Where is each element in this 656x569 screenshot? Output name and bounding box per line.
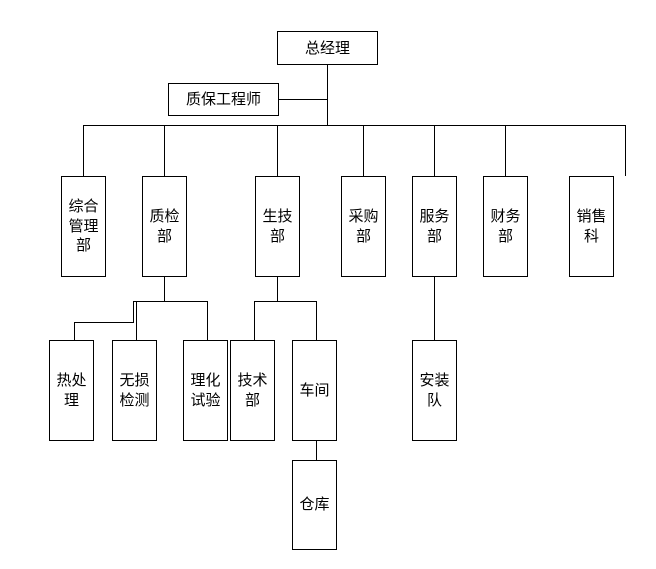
connector-drop-finance bbox=[505, 125, 506, 176]
connector-quality-inspection-bus bbox=[133, 301, 207, 302]
connector-drop-technical-dept bbox=[254, 301, 255, 340]
connector-drop-service bbox=[434, 125, 435, 176]
node-installation-team-label: 安装队 bbox=[419, 371, 450, 409]
node-production-technology-label: 生技部 bbox=[262, 207, 293, 245]
node-qa-engineer-label: 质保工程师 bbox=[185, 90, 261, 109]
connector-quality-inspection-bus-left-leg bbox=[133, 301, 134, 323]
node-finance[interactable]: 财务部 bbox=[483, 176, 528, 277]
connector-qa-engineer-tie bbox=[278, 99, 328, 100]
connector-production-technology-bus bbox=[254, 301, 317, 302]
connector-drop-quality-inspection bbox=[164, 125, 165, 176]
connector-drop-physical-chemical-test bbox=[207, 301, 208, 340]
connector-drop-heat-treatment bbox=[74, 322, 75, 340]
node-warehouse-label: 仓库 bbox=[299, 495, 330, 514]
connector-gm-spine bbox=[327, 64, 328, 126]
node-comprehensive-management-label: 综合管理部 bbox=[68, 197, 99, 255]
node-general-manager-label: 总经理 bbox=[304, 38, 350, 57]
node-sales[interactable]: 销售科 bbox=[569, 176, 614, 277]
connector-drop-ndt bbox=[136, 301, 137, 340]
connector-drop-purchasing bbox=[363, 125, 364, 176]
node-finance-label: 财务部 bbox=[490, 207, 521, 245]
node-general-manager[interactable]: 总经理 bbox=[277, 31, 378, 65]
connector-heat-treatment-bus bbox=[74, 322, 134, 323]
node-ndt-label: 无损检测 bbox=[119, 371, 150, 409]
node-workshop-label: 车间 bbox=[299, 380, 330, 399]
node-warehouse[interactable]: 仓库 bbox=[292, 460, 337, 550]
node-physical-chemical-test[interactable]: 理化试验 bbox=[183, 340, 228, 441]
connector-service-to-installation-team bbox=[434, 276, 435, 340]
node-technical-dept[interactable]: 技术部 bbox=[230, 340, 275, 441]
connector-main-bus bbox=[83, 125, 626, 126]
connector-drop-production-technology bbox=[277, 125, 278, 176]
connector-workshop-to-warehouse bbox=[316, 440, 317, 460]
node-service-label: 服务部 bbox=[419, 207, 450, 245]
node-heat-treatment-label: 热处理 bbox=[56, 371, 87, 409]
node-installation-team[interactable]: 安装队 bbox=[412, 340, 457, 441]
node-physical-chemical-test-label: 理化试验 bbox=[190, 371, 221, 409]
node-comprehensive-management[interactable]: 综合管理部 bbox=[61, 176, 106, 277]
node-purchasing-label: 采购部 bbox=[348, 207, 379, 245]
node-sales-label: 销售科 bbox=[576, 207, 607, 245]
node-technical-dept-label: 技术部 bbox=[237, 371, 268, 409]
node-purchasing[interactable]: 采购部 bbox=[341, 176, 386, 277]
node-ndt[interactable]: 无损检测 bbox=[112, 340, 157, 441]
connector-drop-sales bbox=[625, 125, 626, 176]
node-heat-treatment[interactable]: 热处理 bbox=[49, 340, 94, 441]
node-workshop[interactable]: 车间 bbox=[292, 340, 337, 441]
node-production-technology[interactable]: 生技部 bbox=[255, 176, 300, 277]
connector-production-technology-stem bbox=[277, 276, 278, 301]
node-qa-engineer[interactable]: 质保工程师 bbox=[168, 83, 279, 116]
connector-drop-comprehensive-management bbox=[83, 125, 84, 176]
connector-drop-workshop bbox=[316, 301, 317, 340]
node-quality-inspection[interactable]: 质检部 bbox=[142, 176, 187, 277]
node-quality-inspection-label: 质检部 bbox=[149, 207, 180, 245]
connector-quality-inspection-stem bbox=[164, 276, 165, 301]
node-service[interactable]: 服务部 bbox=[412, 176, 457, 277]
